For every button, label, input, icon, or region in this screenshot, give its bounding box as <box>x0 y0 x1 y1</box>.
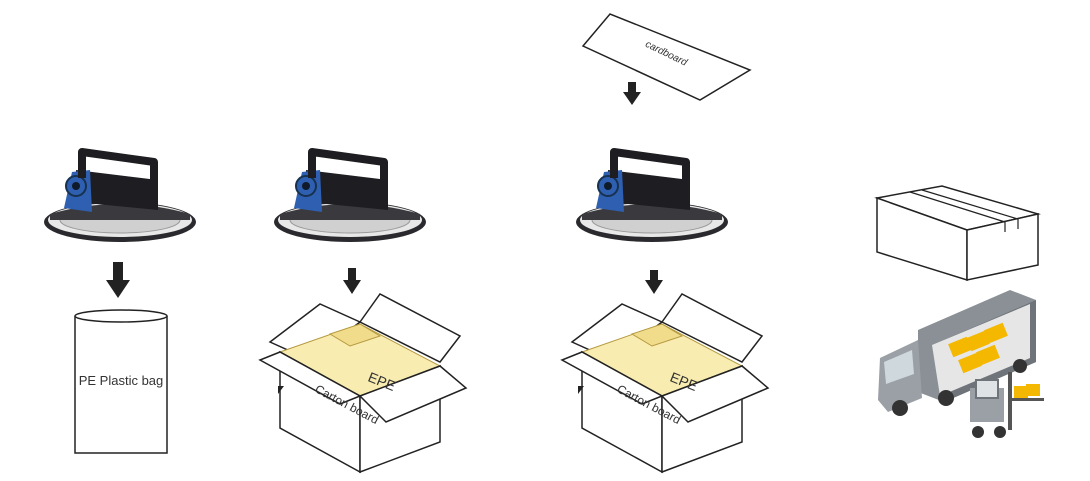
corner-mark-icon <box>578 386 584 394</box>
down-arrow-icon <box>106 262 130 298</box>
down-arrow-icon <box>343 268 361 294</box>
corner-mark-icon <box>278 386 284 394</box>
closed-box-icon <box>874 185 1041 282</box>
down-arrow-icon <box>645 270 663 294</box>
bag-label: PE Plastic bag <box>79 373 164 388</box>
open-carton-icon <box>561 293 769 473</box>
truck-icon <box>878 290 1036 416</box>
high-bay-light-icon <box>274 152 426 242</box>
forklift-icon <box>970 372 1044 438</box>
high-bay-light-icon <box>576 152 728 242</box>
high-bay-light-icon <box>44 152 196 242</box>
down-arrow-icon <box>623 82 641 105</box>
cardboard-sheet-icon <box>581 13 752 101</box>
plastic-bag-icon <box>74 309 168 454</box>
open-carton-icon <box>259 293 467 473</box>
